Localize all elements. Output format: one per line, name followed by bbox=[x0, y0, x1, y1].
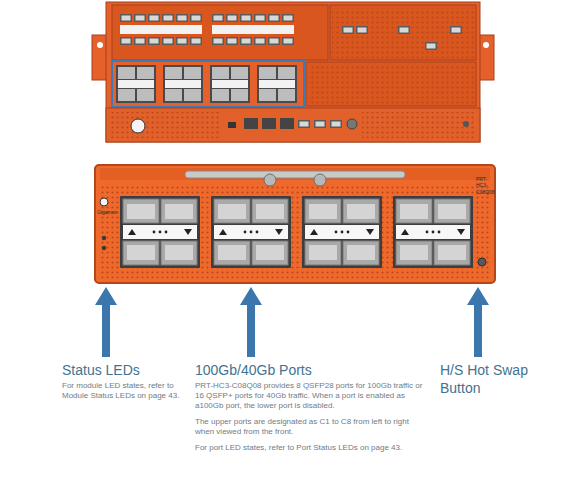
logo-mark bbox=[131, 119, 145, 133]
module-handle bbox=[185, 171, 405, 178]
perforation bbox=[100, 184, 490, 278]
button bbox=[463, 121, 469, 127]
callout-arrow bbox=[240, 287, 262, 357]
port-group-small bbox=[163, 65, 203, 103]
rj45-port bbox=[244, 118, 258, 129]
callout-arrow bbox=[467, 287, 489, 357]
logo-mark bbox=[100, 198, 108, 206]
rj45-port bbox=[280, 118, 294, 129]
status-led bbox=[102, 236, 106, 240]
small-port bbox=[356, 26, 368, 34]
callout-heading: H/S Hot Swap Button bbox=[440, 362, 550, 397]
perforation bbox=[332, 8, 474, 58]
status-led bbox=[102, 246, 106, 250]
highlighted-module bbox=[112, 62, 304, 106]
callout-arrow bbox=[95, 287, 117, 357]
ear-hole bbox=[97, 42, 103, 48]
callout-heading: 100Gb/40Gb Ports bbox=[195, 362, 312, 380]
callout-note: The upper ports are designated as C1 to … bbox=[195, 417, 430, 437]
port-group bbox=[211, 196, 291, 268]
callout-note: For module LED states, refer to Module S… bbox=[62, 381, 187, 401]
port-group-small bbox=[116, 65, 156, 103]
port-group-small bbox=[257, 65, 297, 103]
port-row bbox=[120, 14, 202, 22]
blank-module bbox=[306, 62, 476, 106]
thumbscrew bbox=[264, 174, 276, 186]
port-group bbox=[302, 196, 382, 268]
module-lip bbox=[100, 168, 490, 180]
chassis-body bbox=[106, 2, 480, 142]
port-row bbox=[212, 37, 294, 45]
small-port bbox=[342, 26, 354, 34]
callout-heading: Status LEDs bbox=[62, 362, 140, 380]
port-group bbox=[393, 196, 473, 268]
small-port bbox=[398, 26, 410, 34]
module-part-number: PRT-HC3-C08Q08 bbox=[476, 176, 495, 195]
top-left-module bbox=[112, 5, 328, 60]
hot-swap-button bbox=[478, 258, 486, 266]
perforation bbox=[308, 64, 474, 104]
usb-port bbox=[228, 122, 236, 128]
rj45-port bbox=[262, 118, 276, 129]
small-port bbox=[425, 42, 437, 50]
perforation bbox=[362, 112, 474, 138]
port-group bbox=[120, 196, 200, 268]
small-port bbox=[330, 120, 342, 128]
small-port bbox=[450, 26, 462, 34]
logo-text: Gigamon bbox=[97, 209, 117, 215]
port-label-band bbox=[212, 25, 294, 34]
management-strip bbox=[106, 108, 480, 142]
module-body bbox=[95, 165, 495, 283]
round-connector bbox=[347, 119, 357, 129]
highlight-outline bbox=[112, 61, 304, 107]
thumbscrew bbox=[314, 174, 326, 186]
callout-note: PRT-HC3-C08Q08 provides 8 QSFP28 ports f… bbox=[195, 381, 430, 411]
callout-note: For port LED states, refer to Port Statu… bbox=[195, 443, 430, 453]
port-row bbox=[120, 37, 202, 45]
top-right-module bbox=[330, 5, 476, 60]
small-port bbox=[314, 120, 326, 128]
port-row bbox=[212, 14, 294, 22]
port-label-band bbox=[120, 25, 202, 34]
port-group-small bbox=[210, 65, 250, 103]
perforation bbox=[110, 112, 220, 138]
ear-hole bbox=[483, 42, 489, 48]
small-port bbox=[298, 120, 310, 128]
